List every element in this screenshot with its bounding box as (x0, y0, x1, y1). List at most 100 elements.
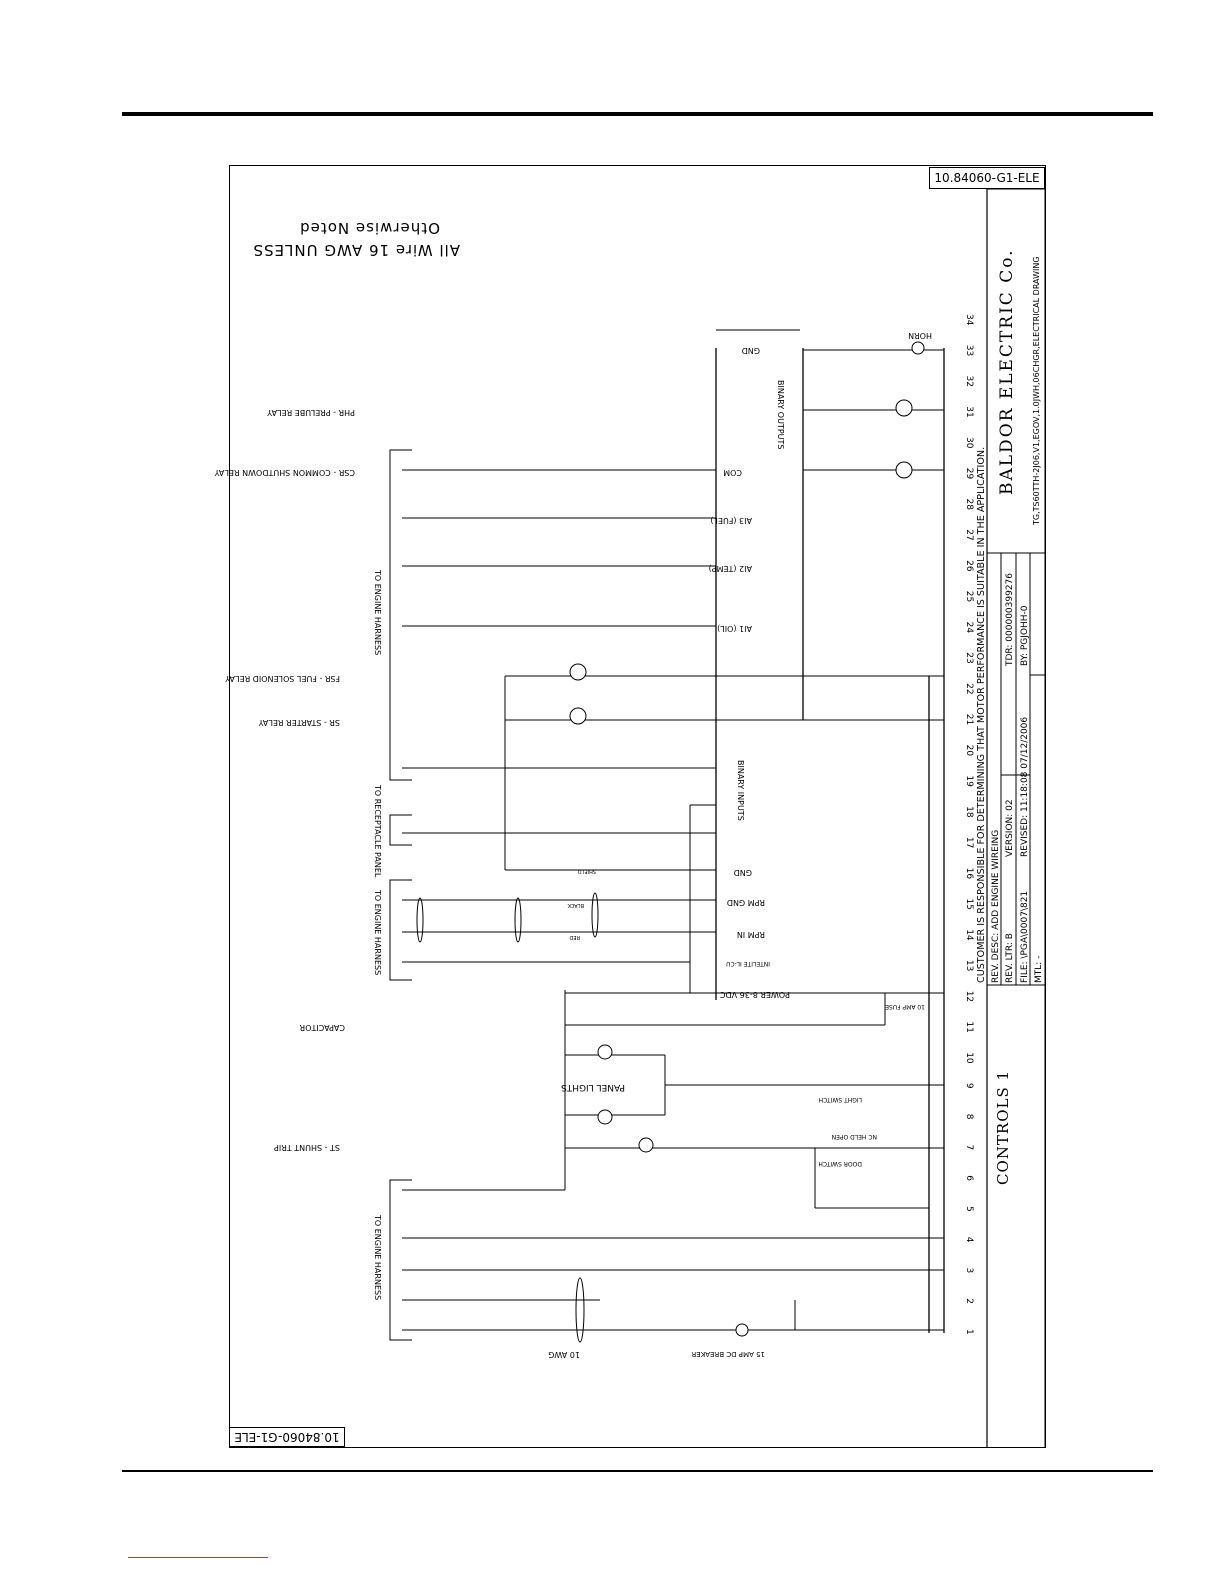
engine-harness-label: TO ENGINE HARNESS (373, 1214, 382, 1300)
rung-number: 21 (964, 714, 974, 725)
tdr-number: TDR: 000000399276 (1005, 573, 1015, 667)
gnd-label: GND (742, 346, 760, 355)
rung-number: 29 (964, 468, 974, 480)
receptacle-panel-label: TO RECEPTACLE PANEL (373, 784, 382, 878)
breaker-icon (735, 1323, 749, 1337)
sheet-name: CONTROLS 1 (994, 1070, 1012, 1185)
footer-rule (122, 1470, 1153, 1472)
rung-number: 15 (964, 898, 974, 909)
breaker-label: 15 AMP DC BREAKER (691, 1350, 765, 1358)
panel-light-lamp-icon (597, 1044, 613, 1060)
rung-number: 32 (964, 376, 974, 387)
drawing-description: TG,TS60TTH-2J06,V1,EGOV,1.0JWH,06CHGR,EL… (1032, 256, 1041, 526)
rung-numbers: 1234567891011121314151617181920212223242… (964, 314, 974, 1335)
rung-number: 25 (964, 591, 974, 602)
csr-label: CSR - COMMON SHUTDOWN RELAY (214, 468, 355, 477)
fsr-coil-icon (569, 663, 587, 681)
rpm-gnd-label: RPM GND (727, 898, 765, 907)
red-label: RED (569, 934, 580, 940)
panel-lights-label: PANEL LIGHTS (561, 1082, 625, 1092)
footer-link-underline (128, 1557, 268, 1558)
engine-harness-label: TO ENGINE HARNESS (373, 889, 382, 975)
csr-coil-icon (895, 461, 913, 479)
shield-label: SHIELD (578, 868, 596, 874)
light-switch-label: LIGHT SWITCH (819, 1096, 862, 1103)
ai1-label: AI1 (OIL) (717, 624, 752, 633)
rung-number: 23 (964, 652, 974, 663)
material: MTL: - (1034, 956, 1044, 983)
header-rule (122, 112, 1153, 116)
file-path: FILE: \PGA\0007\821 (1020, 891, 1030, 983)
rung-number: 22 (964, 683, 974, 694)
rung-number: 19 (964, 775, 974, 787)
fsr-label: FSR - FUEL SOLENOID RELAY (225, 674, 340, 683)
binary-inputs-label: BINARY INPUTS (736, 760, 745, 821)
title-block (986, 188, 1046, 1448)
rung-number: 17 (964, 837, 974, 848)
rung-number: 8 (964, 1114, 974, 1120)
device-labels: PHR - PRELUBE RELAY CSR - COMMON SHUTDOW… (214, 331, 932, 1359)
rung-number: 24 (964, 622, 974, 634)
engine-harness-label: TO ENGINE HARNESS (373, 569, 382, 655)
disclaimer-text: CUSTOMER IS RESPONSIBLE FOR DETERMINING … (976, 447, 987, 983)
gnd-input-label: GND (734, 868, 752, 877)
sr-label: SR - STARTER RELAY (258, 718, 340, 727)
rpm-in-label: RPM IN (737, 930, 765, 939)
black-label: BLACK (567, 902, 584, 908)
rung-number: 12 (964, 991, 974, 1002)
capacitor-label: CAPACITOR (299, 1023, 345, 1032)
shunt-trip-coil-icon (638, 1137, 654, 1153)
rung-number: 10 (964, 1052, 974, 1064)
shunt-trip-label: ST - SHUNT TRIP (274, 1143, 340, 1152)
rung-number: 13 (964, 960, 974, 971)
binary-outputs-label: BINARY OUTPUTS (776, 380, 785, 449)
drawn-by: BY: PGJOHH-0 (1020, 605, 1030, 666)
fuse-label: 10 AMP FUSE (885, 1003, 925, 1010)
rung-number: 4 (964, 1237, 974, 1243)
rung-number: 1 (964, 1329, 974, 1335)
rung-number: 11 (964, 1021, 974, 1032)
devices (416, 341, 925, 1343)
rung-number: 18 (964, 806, 974, 818)
rung-number: 2 (964, 1298, 974, 1304)
wire-note-line2: Otherwise Noted (299, 219, 440, 237)
horn-label: HORN (908, 331, 932, 340)
rung-number: 9 (964, 1083, 974, 1089)
rung-number: 7 (964, 1145, 974, 1151)
shield-cable-icon (514, 897, 522, 943)
com-label: COM (723, 468, 742, 477)
rung-number: 27 (964, 529, 974, 540)
shield-cable-icon (591, 892, 599, 938)
panel-light-lamp-icon (597, 1109, 613, 1125)
rung-number: 31 (964, 406, 974, 417)
rev-desc: REV. DESC: ADD ENGINE WIREING (991, 830, 1001, 983)
rung-number: 34 (964, 314, 974, 326)
horn-icon (911, 341, 925, 355)
ai2-label: AI2 (TEMP) (709, 564, 752, 573)
version: VERSION: 02 (1005, 799, 1015, 857)
rung-number: 28 (964, 499, 974, 511)
cable-10awg-icon (575, 1277, 585, 1343)
rung-number: 30 (964, 437, 974, 449)
intelite-label: INTELITE IL-CU (726, 960, 770, 967)
power-rails (715, 329, 945, 1333)
rung-number: 26 (964, 560, 974, 572)
rung-number: 6 (964, 1175, 974, 1181)
rung-wires (389, 349, 944, 1341)
sr-coil-icon (569, 707, 587, 725)
rung-number: 20 (964, 745, 974, 757)
rung-number: 14 (964, 929, 974, 941)
rung-number: 33 (964, 345, 974, 356)
power-label: POWER 8-36 VDC (719, 990, 790, 999)
wire-note-line1: All Wire 16 AWG UNLESS (253, 241, 460, 259)
nc-held-open-label: NC HELD OPEN (832, 1133, 877, 1140)
phr-coil-icon (895, 399, 913, 417)
door-switch-label: DOOR SWITCH (818, 1160, 862, 1167)
phr-label: PHR - PRELUBE RELAY (267, 408, 355, 417)
company-title: BALDOR ELECTRIC Co. (997, 248, 1017, 495)
shield-cable-icon (416, 897, 424, 943)
revised-date: REVISED: 11:18:08 07/12/2006 (1020, 717, 1030, 857)
awg10-label: 10 AWG (548, 1350, 580, 1359)
rung-number: 3 (964, 1268, 974, 1274)
